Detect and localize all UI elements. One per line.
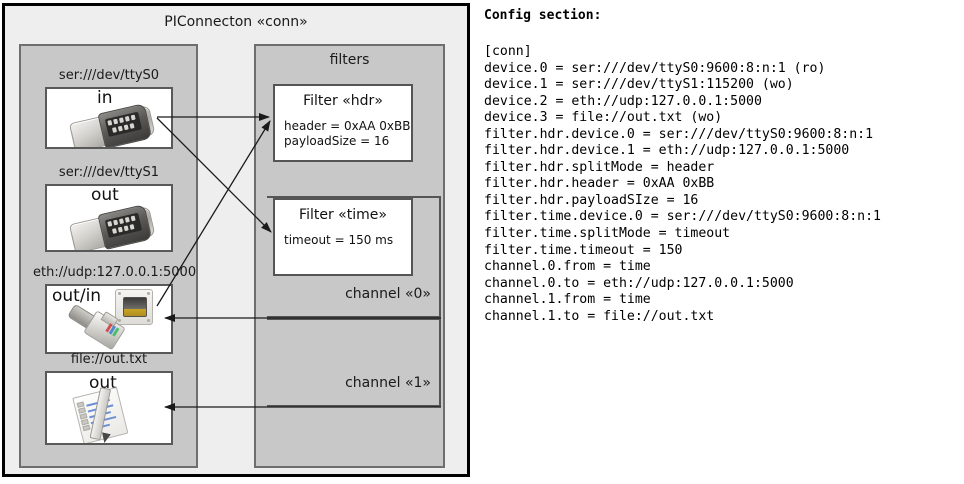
filters-panel: filters Filter «hdr» header = 0xAA 0xBB … xyxy=(254,44,445,468)
device-label-file: file://out.txt xyxy=(70,352,148,367)
device-box-ttyS1[interactable]: out xyxy=(45,184,173,252)
filter-attr: timeout = 150 ms xyxy=(284,233,394,247)
channel-label-0: channel «0» xyxy=(345,286,431,302)
device-box-ttyS0[interactable]: in xyxy=(45,87,173,149)
component-diagram: PIConnecton «conn» ser:///dev/ttyS0 in xyxy=(2,3,470,477)
filter-box-time[interactable]: Filter «time» timeout = 150 ms xyxy=(273,198,413,276)
device-box-eth[interactable]: out/in xyxy=(45,284,173,354)
filter-box-hdr[interactable]: Filter «hdr» header = 0xAA 0xBB payloadS… xyxy=(273,84,413,162)
device-direction-file: out xyxy=(89,373,117,393)
device-label-ttyS1: ser:///dev/ttyS1 xyxy=(58,165,160,180)
filter-attr: header = 0xAA 0xBB xyxy=(284,119,411,133)
filter-title-time: Filter «time» xyxy=(299,207,387,223)
device-box-file[interactable]: out xyxy=(45,371,173,445)
edge-eth-to-hdr xyxy=(156,120,271,307)
connector-edges xyxy=(156,113,441,411)
diagram-title: PIConnecton «conn» xyxy=(164,14,308,30)
channel-box-1[interactable]: channel «1» xyxy=(267,318,441,407)
filter-attrs-time: timeout = 150 ms xyxy=(284,233,393,248)
channel-label-1: channel «1» xyxy=(345,375,431,391)
devices-panel: ser:///dev/ttyS0 in xyxy=(19,44,198,468)
device-label-eth: eth://udp:127.0.0.1:5000 xyxy=(33,265,197,280)
device-direction-ttyS1: out xyxy=(91,185,119,205)
device-direction-ttyS0: in xyxy=(97,88,113,108)
device-direction-eth: out/in xyxy=(52,286,102,306)
channel-box-0[interactable]: channel «0» xyxy=(267,196,441,318)
device-label-ttyS0: ser:///dev/ttyS0 xyxy=(58,68,160,83)
config-section: Config section: [conn] device.0 = ser://… xyxy=(482,0,964,484)
filter-title-hdr: Filter «hdr» xyxy=(303,93,383,109)
config-heading: Config section: xyxy=(484,8,602,23)
filters-panel-title: filters xyxy=(329,52,370,68)
filter-attrs-hdr: header = 0xAA 0xBB payloadSize = 16 xyxy=(284,119,410,149)
config-listing: [conn] device.0 = ser:///dev/ttyS0:9600:… xyxy=(484,44,881,324)
edge-ttyS0-to-time xyxy=(156,117,272,233)
filter-attr: payloadSize = 16 xyxy=(284,134,390,148)
ethernet-jack-icon xyxy=(115,289,153,325)
